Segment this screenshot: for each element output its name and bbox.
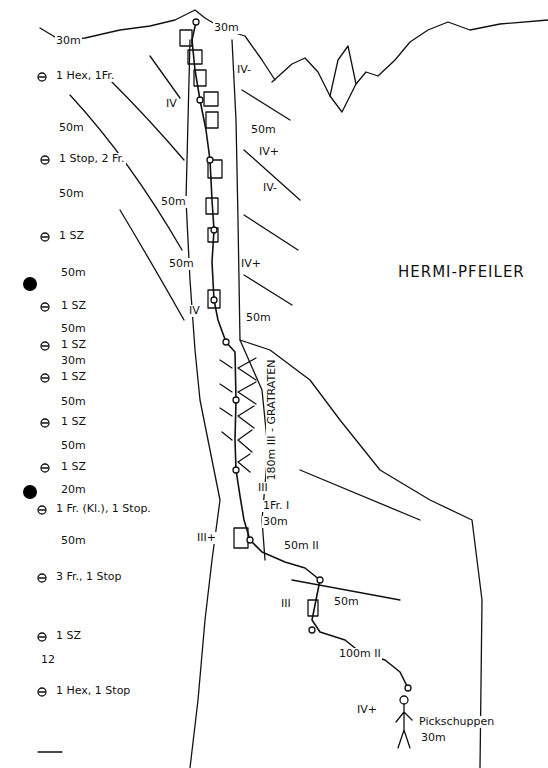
gear-note: 1 SZ — [60, 339, 87, 351]
gear-note: 1 SZ — [60, 461, 87, 473]
climber-figure — [396, 696, 412, 748]
pitch-label: IV+ — [356, 704, 378, 716]
gear-note: 1 SZ — [60, 300, 87, 312]
gear-note: 30m — [55, 35, 82, 47]
face-line — [244, 275, 292, 305]
gear-note: 50m — [60, 323, 87, 335]
face-line — [300, 470, 420, 520]
face-line — [110, 80, 184, 160]
gear-note: 1 SZ — [60, 371, 87, 383]
pitch-label: 50m — [160, 196, 187, 208]
pitch-label: III — [280, 598, 292, 610]
gear-note: 1 SZ — [60, 416, 87, 428]
pitch-label: Pickschuppen — [418, 716, 495, 728]
distant-ridge — [330, 46, 356, 96]
gear-note: 50m — [60, 267, 87, 279]
gear-note: 1 Fr. (Kl.), 1 Stop. — [55, 503, 152, 515]
gear-note: 50m — [60, 535, 87, 547]
route-line — [192, 22, 408, 688]
pitch-label: 50m — [245, 312, 272, 324]
gear-note: 20m — [60, 484, 87, 496]
pitch-label: III+ — [196, 532, 217, 544]
face-line — [244, 215, 298, 250]
underline-mark — [38, 751, 62, 752]
gear-note: 50m — [60, 396, 87, 408]
slab-hatching — [220, 358, 256, 472]
pitch-label: 50m II — [283, 540, 320, 552]
pitch-label: 30m — [420, 732, 447, 744]
route-title: HERMI-PFEILER — [396, 263, 527, 281]
dihedral-symbol — [180, 30, 318, 616]
gear-note: 1 Stop, 2 Fr. — [58, 153, 126, 165]
face-line — [242, 90, 290, 120]
route-note: 180m III - GRATRATEN — [266, 359, 278, 482]
belay-station — [193, 19, 411, 691]
pitch-label: 50m — [333, 596, 360, 608]
pitch-label: IV- — [262, 182, 278, 194]
pitch-label: IV — [188, 305, 201, 317]
pitch-label: III — [257, 482, 269, 494]
pitch-label: 1Fr. I — [262, 500, 290, 512]
gear-note: 50m — [60, 440, 87, 452]
pitch-label: IV- — [236, 64, 252, 76]
pitch-label: 100m II — [338, 648, 382, 660]
gear-note: 1 SZ — [58, 230, 85, 242]
black-dot — [23, 485, 37, 499]
pitch-label: 30m — [262, 516, 289, 528]
gear-note: 1 Hex, 1 Stop — [55, 685, 131, 697]
face-line — [150, 56, 180, 98]
pitch-label: 50m — [250, 124, 277, 136]
pitch-label: 30m — [213, 22, 240, 34]
pitch-label: 50m — [168, 258, 195, 270]
pitch-label: IV+ — [258, 146, 280, 158]
black-dot — [23, 277, 37, 291]
pillar-edge — [232, 40, 482, 768]
gear-note: 1 Hex, 1Fr. — [55, 70, 115, 82]
gear-note: 50m — [58, 188, 85, 200]
gear-icon — [38, 73, 49, 696]
distant-ridge — [272, 20, 548, 112]
gear-note: 1 SZ — [55, 630, 82, 642]
gear-note: 3 Fr., 1 Stop — [55, 571, 123, 583]
pitch-label: IV — [165, 98, 178, 110]
pillar-edge — [186, 40, 220, 768]
face-line — [70, 95, 182, 250]
gear-note: 12 — [40, 654, 56, 666]
gear-note: 50m — [58, 122, 85, 134]
pitch-label: IV+ — [240, 258, 262, 270]
gear-note: 30m — [60, 355, 87, 367]
